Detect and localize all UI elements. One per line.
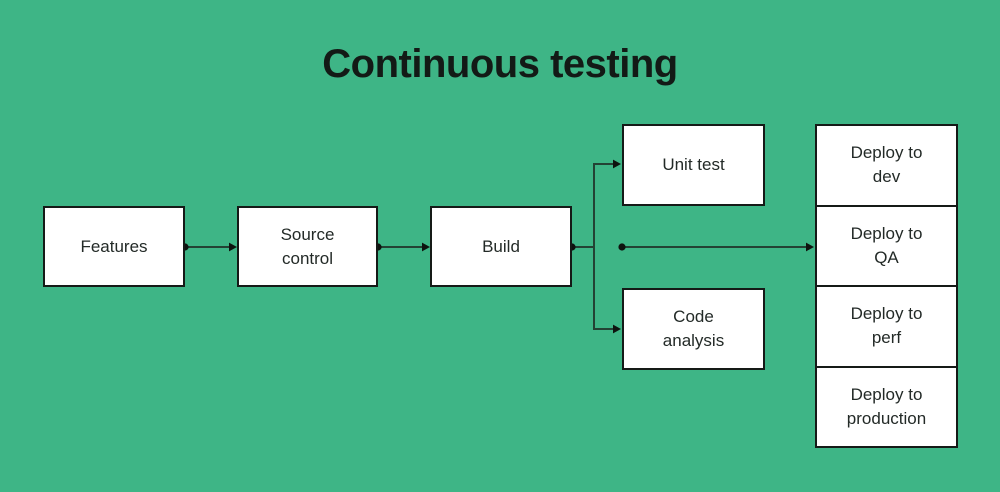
node-deploy-production: Deploy to production: [817, 365, 956, 447]
arrowhead-icon: [806, 242, 814, 252]
connector-build-branch: [568, 159, 621, 334]
node-code-analysis-label: Code analysis: [662, 307, 725, 350]
connector-features-to-source-control: [181, 242, 237, 252]
deploy-stack: Deploy to dev Deploy to QA Deploy to per…: [815, 124, 958, 448]
node-deploy-production-label: Deploy to production: [846, 384, 927, 428]
node-features-label: Features: [80, 236, 148, 256]
node-deploy-perf-label: Deploy to perf: [850, 304, 923, 348]
node-build: Build: [430, 206, 572, 287]
arrowhead-icon: [613, 159, 621, 169]
node-source-control-label: Source control: [280, 224, 335, 268]
connector-start-dot: [618, 243, 626, 251]
node-deploy-qa: Deploy to QA: [817, 204, 956, 286]
node-source-control: Source control: [237, 206, 378, 287]
node-unit-test-label: Unit test: [662, 155, 725, 174]
arrowhead-icon: [613, 324, 621, 334]
arrowhead-icon: [229, 242, 237, 252]
diagram-title: Continuous testing: [322, 42, 678, 86]
node-deploy-dev: Deploy to dev: [817, 126, 956, 205]
arrowhead-icon: [422, 242, 430, 252]
node-deploy-qa-label: Deploy to QA: [850, 223, 923, 267]
node-deploy-perf: Deploy to perf: [817, 285, 956, 366]
node-unit-test: Unit test: [622, 124, 765, 206]
node-build-label: Build: [482, 236, 520, 256]
node-features: Features: [43, 206, 185, 287]
node-code-analysis: Code analysis: [622, 288, 765, 370]
connector-to-deploy-qa: [618, 242, 814, 252]
connector-source-control-to-build: [374, 242, 430, 252]
node-deploy-dev-label: Deploy to dev: [850, 143, 923, 187]
